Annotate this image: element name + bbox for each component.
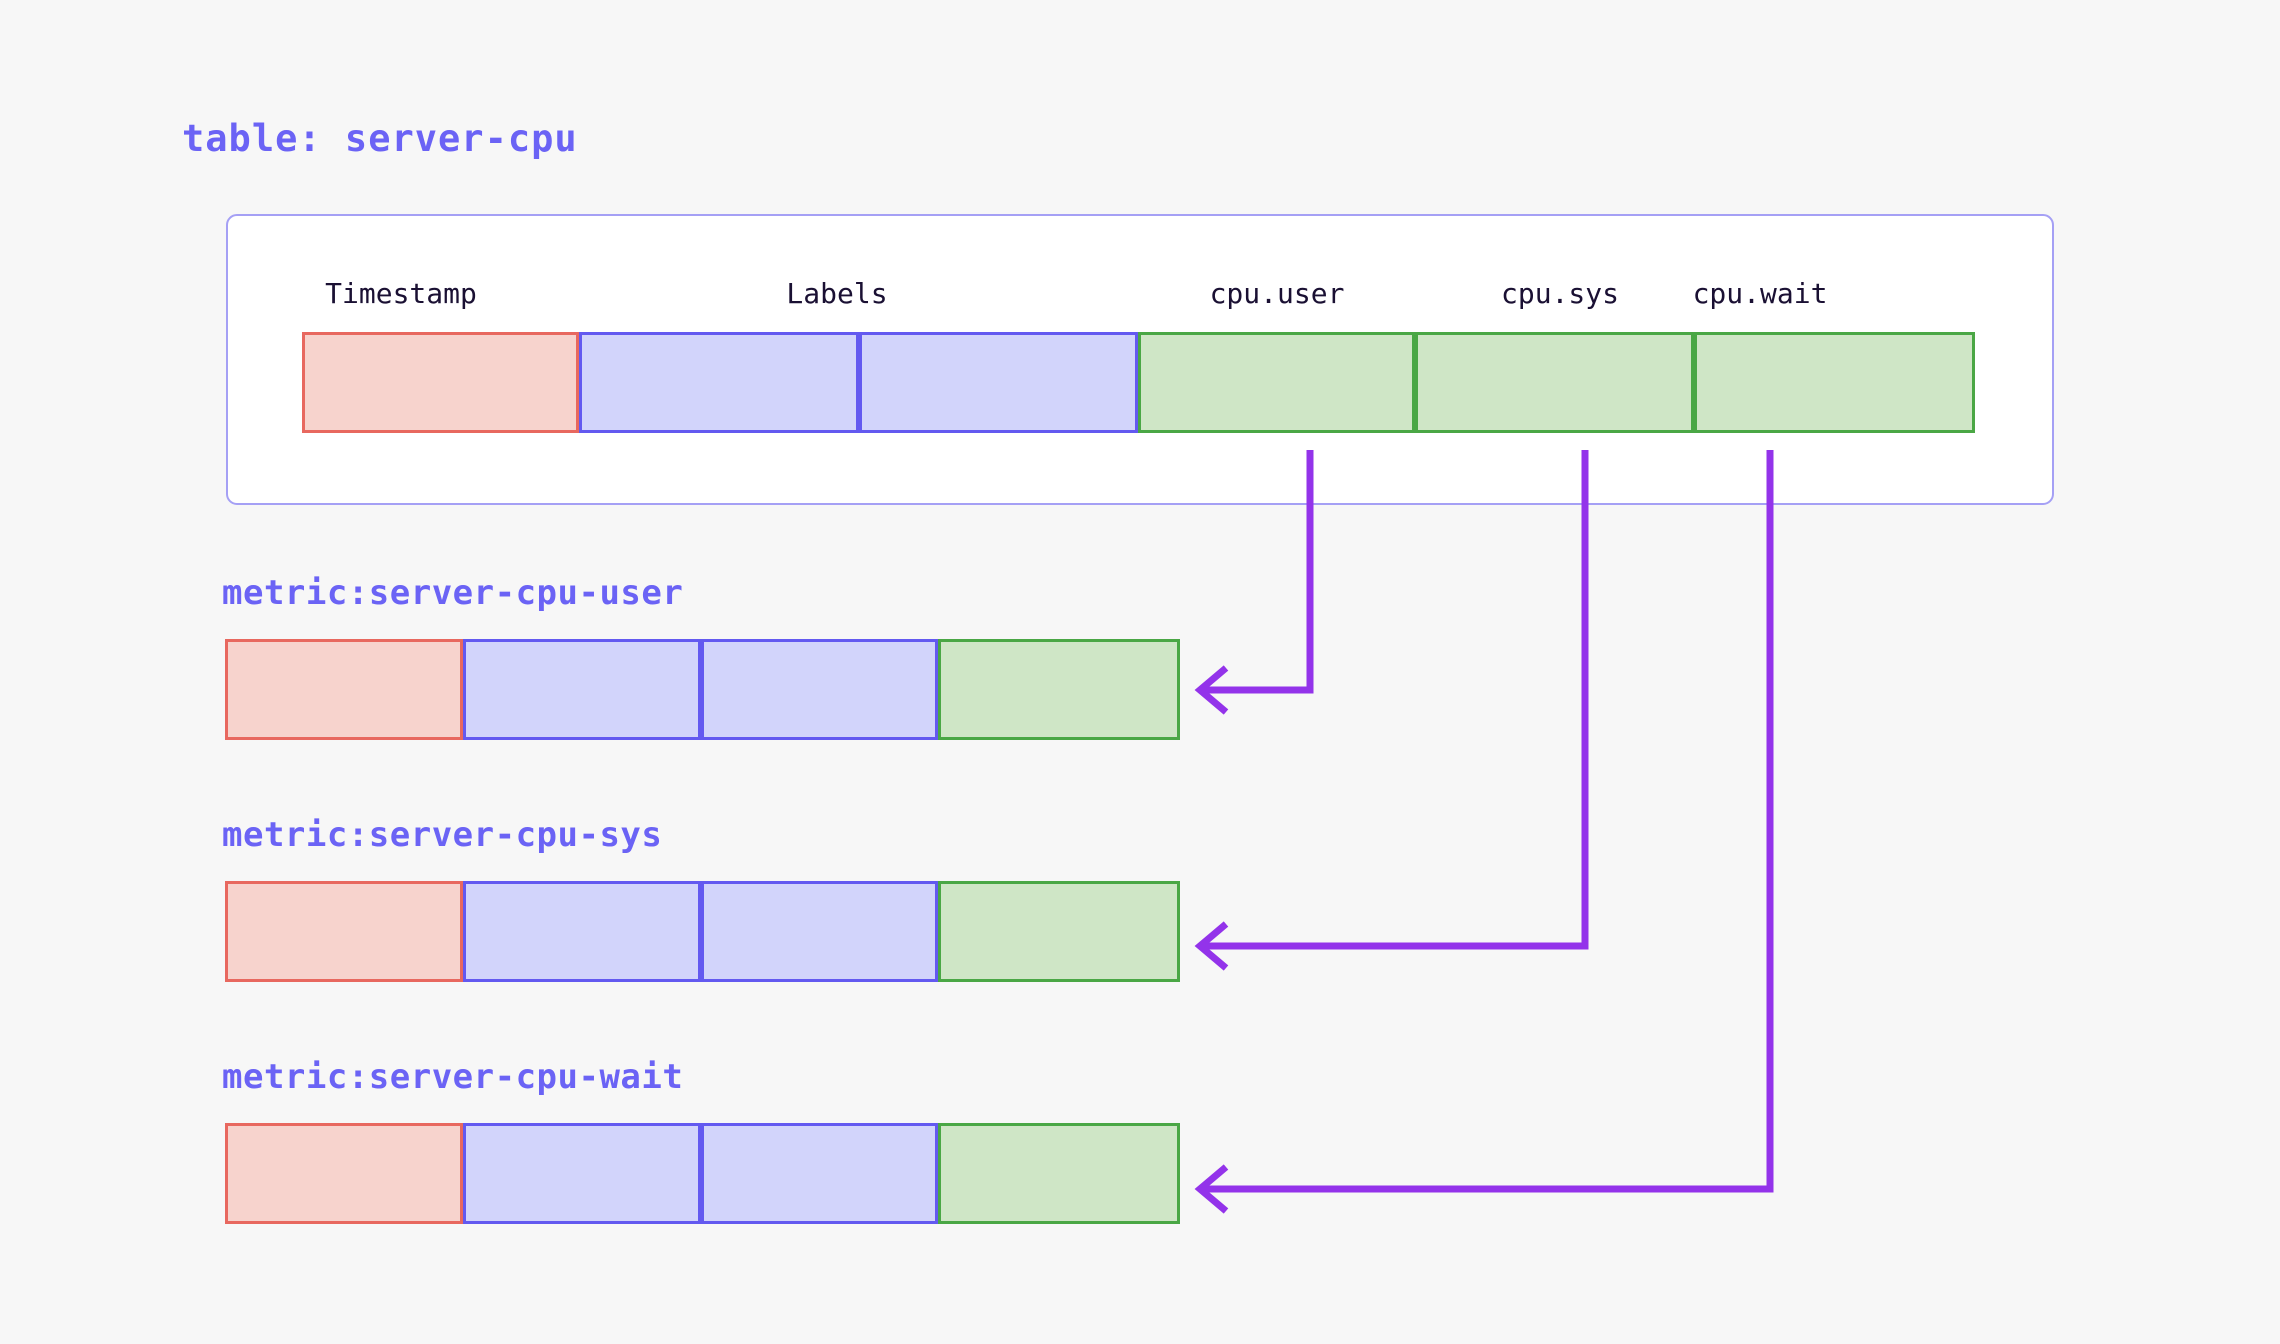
column-header-timestamp: Timestamp [325, 277, 477, 310]
metric-2-cell-timestamp-0 [225, 1123, 463, 1224]
metric-0-cell-label-2 [701, 639, 938, 740]
column-header-cpu-user: cpu.user [1209, 277, 1345, 310]
metric-1-cell-timestamp-0 [225, 881, 463, 982]
metric-title-wait: metric:server-cpu-wait [222, 1057, 684, 1097]
connector-line-cpu-wait [1200, 450, 1774, 1193]
arrowhead-cpu-user [1194, 665, 1229, 715]
metric-1-cell-value-3 [938, 881, 1180, 982]
metric-0-cell-label-1 [463, 639, 701, 740]
table-cell-value-3 [1138, 332, 1415, 433]
metric-1-cell-label-1 [463, 881, 701, 982]
column-header-cpu-wait: cpu.wait [1692, 277, 1828, 310]
metric-2-cell-label-2 [701, 1123, 938, 1224]
table-cell-value-5 [1694, 332, 1975, 433]
connector-line-cpu-sys [1200, 450, 1589, 950]
metric-0-cell-value-3 [938, 639, 1180, 740]
column-header-labels: Labels [786, 277, 888, 310]
table-cell-timestamp-0 [302, 332, 579, 433]
column-header-cpu-sys: cpu.sys [1500, 277, 1619, 310]
arrowhead-cpu-wait [1194, 1164, 1229, 1214]
metric-title-sys: metric:server-cpu-sys [222, 815, 663, 855]
table-cell-value-4 [1415, 332, 1694, 433]
table-cell-label-2 [859, 332, 1138, 433]
metric-2-cell-label-1 [463, 1123, 701, 1224]
metric-2-cell-value-3 [938, 1123, 1180, 1224]
metric-1-cell-label-2 [701, 881, 938, 982]
arrowhead-cpu-sys [1194, 921, 1229, 971]
table-title: table: server-cpu [182, 117, 578, 160]
table-cell-label-1 [579, 332, 859, 433]
metric-title-user: metric:server-cpu-user [222, 573, 684, 613]
metric-0-cell-timestamp-0 [225, 639, 463, 740]
